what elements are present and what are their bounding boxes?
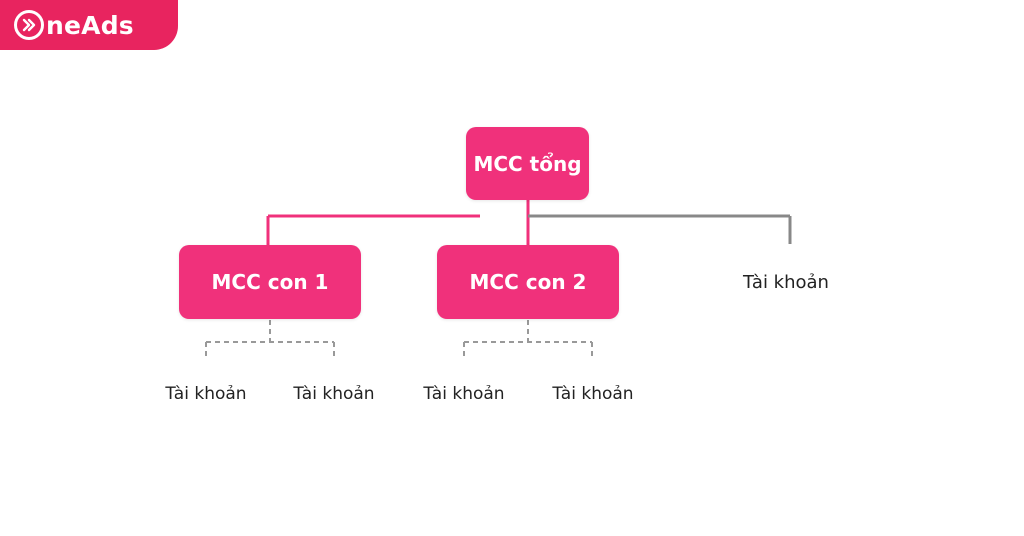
node-root-mcc: MCC tổng (466, 127, 589, 200)
node-child-mcc-1: MCC con 1 (179, 245, 361, 319)
node-child-mcc-2: MCC con 2 (437, 245, 619, 319)
node-account-label: Tài khoản (552, 384, 634, 404)
node-account-label: Tài khoản (293, 384, 375, 404)
node-account-label: Tài khoản (423, 384, 505, 404)
brand-logo: neAds (0, 0, 178, 50)
brand-name: neAds (46, 10, 134, 40)
play-circle-icon (14, 10, 44, 40)
node-account-child1-a: Tài khoản (146, 360, 266, 428)
node-account-child1-b: Tài khoản (274, 360, 394, 428)
node-direct-account-label: Tài khoản (743, 271, 829, 293)
node-account-child2-b: Tài khoản (533, 360, 653, 428)
node-root-label: MCC tổng (473, 151, 582, 176)
node-direct-account: Tài khoản (696, 244, 876, 320)
node-account-label: Tài khoản (165, 384, 247, 404)
node-child-2-label: MCC con 2 (469, 270, 587, 294)
node-child-1-label: MCC con 1 (211, 270, 329, 294)
node-account-child2-a: Tài khoản (404, 360, 524, 428)
